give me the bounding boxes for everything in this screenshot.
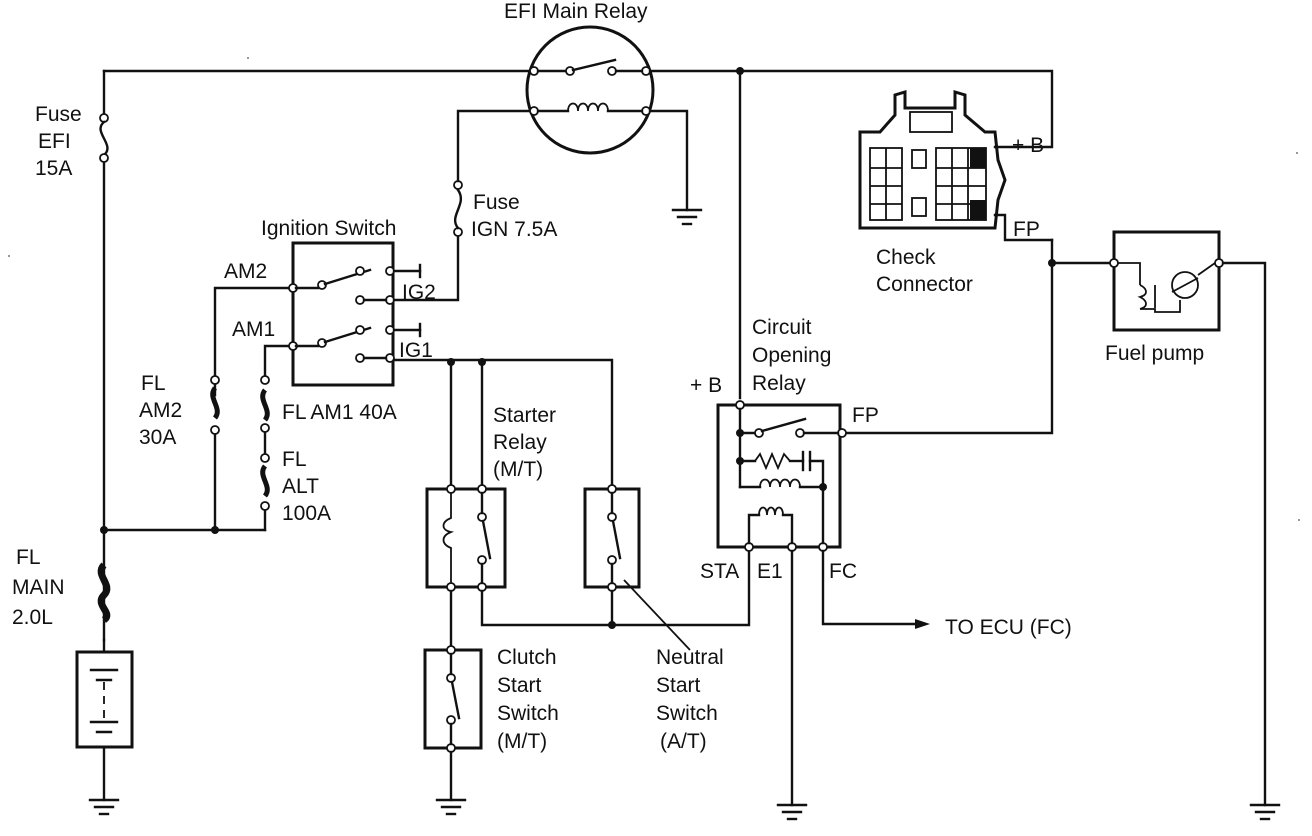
label-neutral-4: (A/T)	[660, 730, 707, 753]
label-clutch-1: Clutch	[497, 646, 557, 669]
label-am2: AM2	[224, 260, 267, 283]
label-sta: STA	[700, 560, 739, 583]
label-ig1: IG1	[399, 339, 433, 362]
label-fuse-ign-1: Fuse	[473, 191, 520, 214]
label-ignition-switch: Ignition Switch	[261, 217, 396, 240]
label-efi-main-relay: EFI Main Relay	[504, 0, 648, 23]
fl-am1-fusible-link-icon	[260, 375, 270, 433]
fl-am2-fusible-link-icon	[210, 375, 220, 435]
label-fl-main-3: 2.0L	[12, 606, 53, 629]
label-fuse-efi-2: EFI	[38, 130, 71, 153]
circuit-opening-relay	[716, 400, 847, 552]
label-cor-3: Relay	[752, 372, 806, 395]
fuel-pump-ground-wire	[1221, 261, 1281, 821]
sta-wire	[480, 545, 751, 629]
label-clutch-3: Switch	[497, 702, 559, 725]
efi-main-relay	[525, 25, 655, 155]
check-connector	[858, 89, 1007, 230]
fl-main-fusible-link-icon	[97, 562, 111, 623]
label-cor-2: Opening	[752, 344, 831, 367]
label-plus-b-relay: + B	[690, 374, 722, 397]
e1-ground-wire	[776, 549, 808, 821]
label-fl-main-2: MAIN	[12, 576, 65, 599]
label-neutral-2: Start	[656, 674, 701, 697]
clutch-start-switch	[423, 589, 483, 802]
fuel-pump	[1109, 230, 1224, 332]
main-left-bus	[100, 69, 536, 642]
fc-to-ecu-wire	[821, 549, 930, 629]
label-to-ecu: TO ECU (FC)	[945, 616, 1072, 639]
label-neutral-1: Neutral	[656, 646, 724, 669]
label-clutch-2: Start	[497, 674, 542, 697]
motor-icon	[1171, 271, 1199, 299]
label-fl-am1: FL AM1 40A	[282, 401, 397, 424]
fp-bus	[844, 238, 1116, 435]
label-fl-am2-1: FL	[141, 372, 166, 395]
ground-icon	[435, 798, 467, 816]
label-cor-1: Circuit	[752, 316, 812, 339]
label-fuse-efi-3: 15A	[35, 157, 72, 180]
label-fp-relay: FP	[852, 404, 879, 427]
label-starter-relay-1: Starter	[493, 404, 556, 427]
label-fl-alt-3: 100A	[282, 502, 331, 525]
efi-relay-output-bus	[648, 67, 1054, 400]
battery-icon	[75, 638, 134, 802]
ig1-wire	[392, 358, 614, 491]
label-fuse-ign-2: IGN 7.5A	[471, 218, 557, 241]
label-am1: AM1	[232, 318, 275, 341]
check-connector-fp-wire	[993, 213, 1054, 242]
starter-relay	[425, 484, 507, 592]
label-e1: E1	[757, 560, 783, 583]
label-fuse-efi-1: Fuse	[35, 103, 82, 126]
label-plus-b-conn: + B	[1012, 134, 1044, 157]
fuse-efi-icon	[99, 113, 109, 163]
ig2-wire	[392, 109, 536, 302]
efi-relay-ground-wire	[648, 109, 703, 226]
label-check-2: Connector	[876, 273, 973, 296]
label-starter-relay-3: (M/T)	[493, 458, 543, 481]
label-clutch-4: (M/T)	[497, 730, 547, 753]
label-fl-am2-2: AM2	[139, 399, 182, 422]
label-neutral-3: Switch	[656, 702, 718, 725]
label-check-1: Check	[876, 246, 936, 269]
label-fl-main-1: FL	[16, 546, 41, 569]
label-ig2: IG2	[402, 281, 436, 304]
label-fuel-pump: Fuel pump	[1105, 342, 1204, 365]
label-fl-alt-2: ALT	[282, 475, 319, 498]
ignition-switch	[288, 241, 422, 387]
label-fl-alt-1: FL	[282, 448, 307, 471]
label-starter-relay-2: Relay	[493, 431, 547, 454]
label-fp-conn: FP	[1013, 218, 1040, 241]
fl-alt-fusible-link-icon	[260, 453, 270, 511]
label-fl-am2-3: 30A	[139, 426, 176, 449]
ground-icon	[88, 798, 120, 816]
label-fc: FC	[829, 560, 857, 583]
